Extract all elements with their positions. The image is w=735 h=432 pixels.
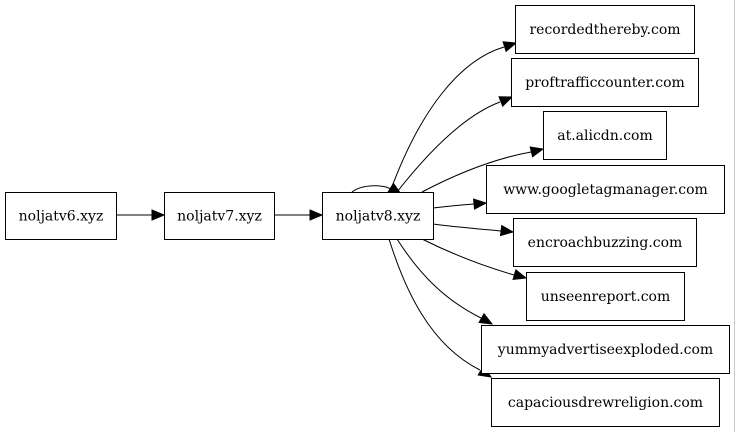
node-label: www.googletagmanager.com	[503, 182, 708, 198]
node-t8: capaciousdrewreligion.com	[491, 378, 720, 427]
edge-line	[421, 151, 532, 193]
node-label: encroachbuzzing.com	[528, 235, 683, 251]
node-label: proftrafficcounter.com	[525, 75, 685, 91]
node-label: at.alicdn.com	[557, 128, 653, 144]
edge-n8-to-t6	[421, 238, 528, 281]
edge-n8-to-t1	[389, 41, 518, 193]
edge-arrowhead	[498, 96, 514, 107]
edge-n8-to-t3	[421, 146, 545, 193]
edge-arrowhead	[309, 209, 324, 221]
node-box	[164, 192, 275, 240]
edge-n6-to-n7	[116, 209, 166, 221]
edge-arrowhead	[512, 268, 528, 281]
node-box	[515, 5, 695, 54]
edge-arrowhead	[478, 312, 494, 325]
edge-line	[396, 238, 482, 319]
node-n8: noljatv8.xyz	[322, 192, 434, 240]
edge-line	[389, 46, 505, 193]
node-label: recordedthereby.com	[529, 22, 680, 38]
node-t5: encroachbuzzing.com	[513, 218, 697, 267]
node-label: noljatv8.xyz	[336, 209, 421, 225]
nodes-layer: noljatv6.xyz noljatv7.xyz noljatv8.xyz reco…	[5, 5, 730, 427]
node-t2: proftrafficcounter.com	[511, 58, 699, 107]
node-box	[5, 192, 117, 240]
node-label: noljatv6.xyz	[19, 209, 104, 225]
node-t6: unseenreport.com	[526, 272, 685, 321]
edge-n8-to-t2	[396, 96, 514, 193]
node-label: yummyadvertiseexploded.com	[497, 342, 713, 358]
node-n7: noljatv7.xyz	[164, 192, 275, 240]
edges-layer	[116, 41, 545, 378]
node-t3: at.alicdn.com	[543, 111, 667, 160]
node-box	[513, 218, 697, 267]
node-box	[526, 272, 685, 321]
node-label: noljatv7.xyz	[177, 209, 262, 225]
node-label: capaciousdrewreligion.com	[508, 395, 703, 411]
edge-arrowhead	[502, 41, 518, 53]
node-n6: noljatv6.xyz	[5, 192, 117, 240]
edge-arrowhead	[529, 146, 545, 158]
edge-n8-to-t4	[432, 198, 488, 210]
edge-line	[421, 238, 515, 276]
edge-line	[396, 101, 501, 193]
edge-line	[351, 185, 393, 193]
node-box	[491, 378, 720, 427]
node-box	[486, 165, 725, 214]
edge-n8-to-t8	[388, 238, 493, 378]
edge-line	[388, 238, 481, 371]
edge-arrowhead	[151, 209, 166, 221]
node-box	[543, 111, 667, 160]
edge-n8-to-t7	[396, 238, 494, 325]
node-box	[511, 58, 699, 107]
node-t1: recordedthereby.com	[515, 5, 695, 54]
edge-n7-to-n8	[274, 209, 324, 221]
node-box	[322, 192, 434, 240]
node-label: unseenreport.com	[541, 289, 671, 305]
node-t7: yummyadvertiseexploded.com	[481, 325, 730, 374]
node-t4: www.googletagmanager.com	[486, 165, 725, 214]
node-box	[481, 325, 730, 374]
edge-line	[432, 223, 502, 232]
edge-line	[432, 203, 475, 209]
edge-arrowhead	[473, 198, 488, 210]
edge-n8-to-t5	[432, 223, 515, 237]
edge-arrowhead	[499, 224, 515, 237]
